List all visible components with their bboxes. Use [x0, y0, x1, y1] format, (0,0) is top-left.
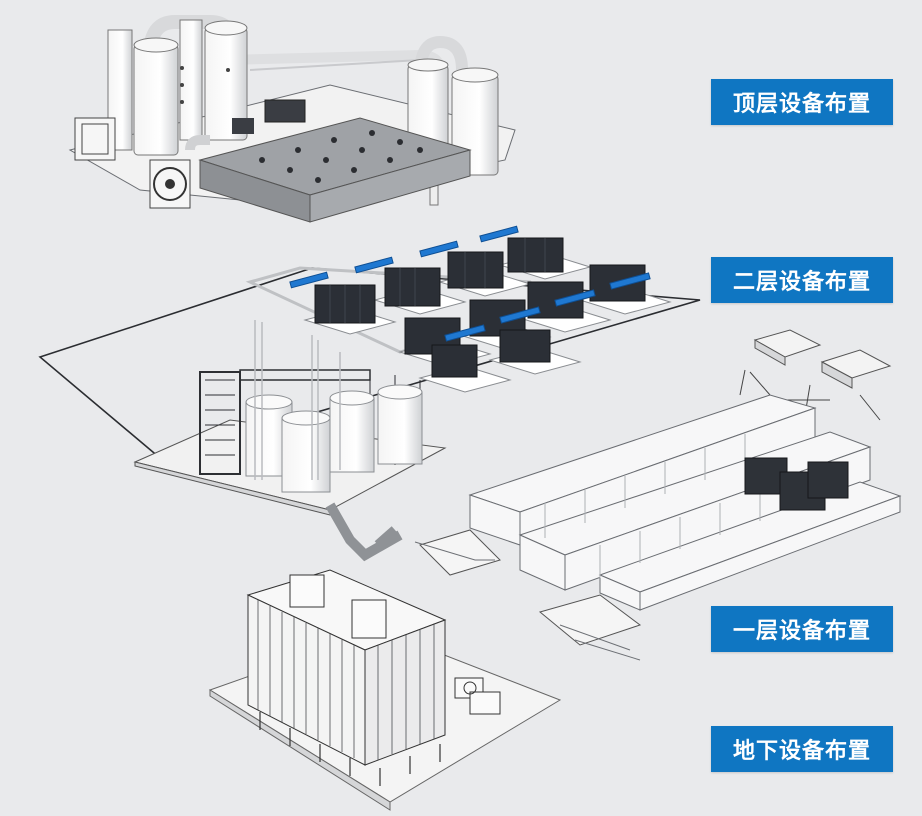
exhaust-fan	[74, 117, 191, 209]
tank-cage	[133, 369, 447, 516]
second-floor-equipment	[38, 225, 701, 516]
machine-cluster	[289, 225, 672, 393]
top-floor-equipment	[68, 15, 516, 223]
plating-line	[468, 394, 902, 611]
water-tank	[246, 569, 447, 766]
second-floor-label: 二层设备布置	[711, 257, 893, 303]
basement-equipment	[208, 569, 562, 811]
first-floor-label: 一层设备布置	[711, 606, 893, 652]
top-floor-label: 顶层设备布置	[711, 79, 893, 125]
basement-floor-label: 地下设备布置	[711, 726, 893, 772]
storage-tank-box	[198, 117, 472, 223]
first-floor-equipment	[325, 329, 902, 661]
air-handling-unit	[753, 329, 892, 389]
pump-set	[454, 677, 501, 715]
scrubber-tower	[107, 19, 248, 156]
